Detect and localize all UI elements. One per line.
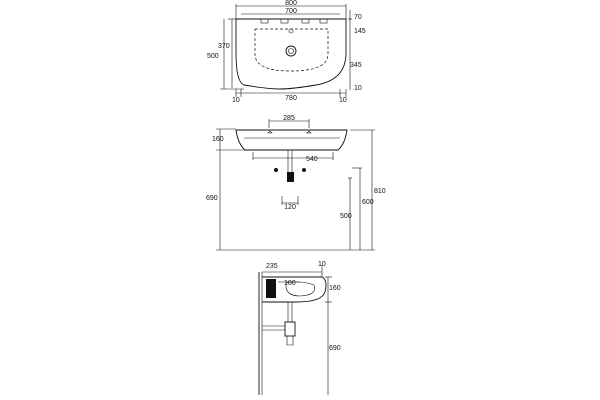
basin-outline-side — [262, 276, 327, 303]
dim-basin-height: 160 — [212, 136, 224, 143]
dim-side-floor-to-bottom: 690 — [329, 345, 341, 352]
dim-wall-gap: 10 — [318, 261, 326, 268]
dim-overall-depth: 500 — [207, 53, 219, 60]
tap-holes-top — [260, 18, 328, 24]
dim-bowl-depth: 370 — [218, 43, 230, 50]
side-view: 235 10 100 160 690 — [258, 261, 341, 395]
dim-right-margin: 10 — [339, 97, 347, 104]
siphon-pipe — [262, 302, 296, 346]
top-view: 800 700 70 145 345 10 370 500 10 780 10 — [207, 0, 366, 104]
dim-left-margin: 10 — [232, 97, 240, 104]
dim-holes-spacing: 285 — [283, 115, 295, 122]
dim-total-height: 810 — [374, 188, 386, 195]
dim-pedestal-width: 540 — [306, 156, 318, 163]
basin-outline-top — [235, 18, 347, 90]
dim-trap-width: 120 — [284, 204, 296, 211]
dim-back-depth: 70 — [354, 14, 362, 21]
dim-floor-to-bottom: 690 — [206, 195, 218, 202]
dim-front-depth: 345 — [350, 62, 362, 69]
waste-outlet — [285, 45, 297, 57]
dim-projection: 235 — [266, 263, 278, 270]
front-view: 285 540 120 160 690 500 600 — [206, 115, 386, 251]
dim-bracket-height: 600 — [362, 199, 374, 206]
dim-drain-height: 500 — [340, 213, 352, 220]
dim-waste-offset: 100 — [284, 280, 296, 287]
dim-base-width: 780 — [285, 95, 297, 102]
dim-tap-offset: 145 — [354, 28, 366, 35]
dim-front-margin: 10 — [354, 85, 362, 92]
bowl-dashed-outline — [254, 28, 329, 72]
dim-inner-width: 700 — [285, 8, 297, 15]
dim-overall-width: 800 — [285, 0, 297, 7]
basin-outline-front — [235, 129, 348, 151]
trap-body-front — [287, 172, 294, 182]
dim-side-basin-height: 160 — [329, 285, 341, 292]
tap-hole — [288, 28, 294, 34]
